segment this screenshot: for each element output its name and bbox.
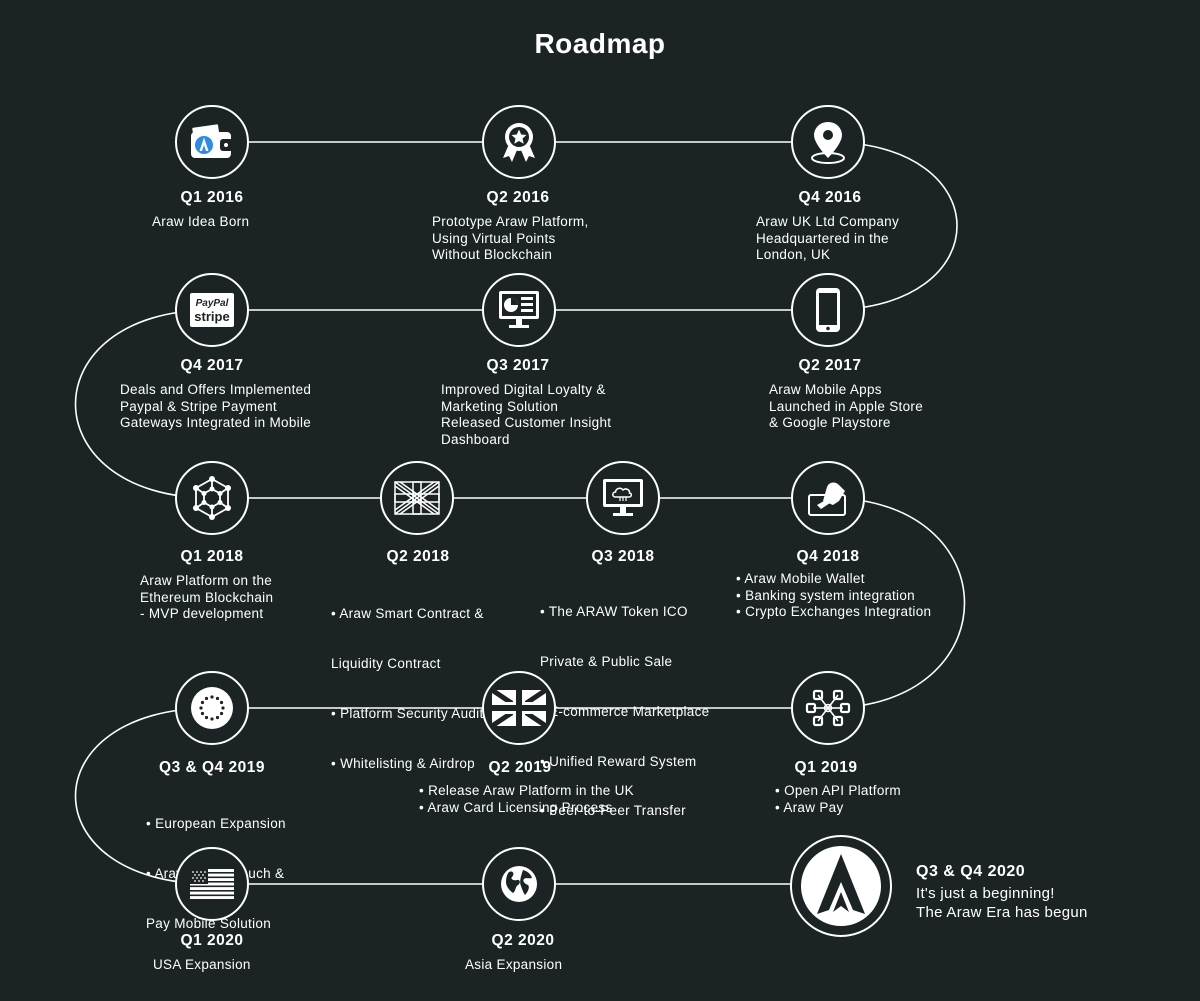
milestone-description: • Open API Platform • Araw Pay: [775, 783, 901, 815]
blockchain-network-icon: [175, 461, 249, 535]
eu-star: [204, 696, 209, 701]
dashboard-monitor-icon: [482, 273, 556, 347]
eu-star: [200, 700, 205, 705]
milestone-quarter: Q1 2020: [180, 932, 244, 949]
milestone-quarter: Q4 2017: [180, 357, 244, 374]
milestone-description: Araw Idea Born: [152, 214, 250, 229]
milestone-quarter: Q1 2019: [794, 759, 858, 776]
eu-star: [219, 711, 224, 716]
milestone-quarter: Q3 & Q4 2019: [159, 759, 265, 776]
connector-curve-left-1: [74, 309, 213, 499]
milestone-description: Asia Expansion: [465, 957, 563, 972]
usa-flag-icon: [175, 847, 249, 921]
milestone-quarter: Q4 2016: [798, 189, 862, 206]
milestone-description: Araw Platform on the Ethereum Blockchain…: [140, 573, 274, 622]
smartphone-icon: [791, 273, 865, 347]
milestone-description: • Release Araw Platform in the UK • Araw…: [419, 783, 634, 815]
milestone-quarter: Q2 2017: [798, 357, 862, 374]
milestone-quarter: Q2 2018: [386, 548, 450, 565]
card-payment-icon: [791, 461, 865, 535]
milestone-quarter: Q1 2018: [180, 548, 244, 565]
api-network-icon: [791, 671, 865, 745]
milestone-description: Improved Digital Loyalty & Marketing Sol…: [441, 382, 612, 447]
page-title: Roadmap: [534, 28, 666, 59]
eu-star: [219, 700, 224, 705]
final-milestone-quarter: Q3 & Q4 2020: [916, 863, 1026, 880]
connector-curve-left-2: [74, 707, 213, 885]
final-milestone-description: It's just a beginning! The Araw Era has …: [916, 885, 1088, 921]
wallet-icon: [175, 105, 249, 179]
award-badge-icon: [482, 105, 556, 179]
paypal-stripe-icon: PayPal stripe: [175, 273, 249, 347]
milestone-description: USA Expansion: [153, 957, 251, 972]
globe-icon: [482, 847, 556, 921]
milestone-description: • The ARAW Token ICO Private & Public Sa…: [540, 604, 710, 819]
milestone-quarter: Q2 2020: [491, 932, 555, 949]
eu-star: [215, 696, 220, 701]
eu-flag-icon: [175, 671, 249, 745]
eu-star: [204, 715, 209, 720]
connector-curve-right-1: [827, 141, 958, 311]
milestone-quarter: Q3 2017: [486, 357, 550, 374]
milestone-description: Prototype Araw Platform, Using Virtual P…: [432, 214, 589, 263]
milestone-quarter: Q2 2016: [486, 189, 550, 206]
uk-flag-icon: [482, 671, 556, 745]
araw-logo-icon: [790, 835, 892, 937]
milestone-description: Araw Mobile Apps Launched in Apple Store…: [769, 382, 924, 431]
milestone-quarter: Q3 2018: [591, 548, 655, 565]
eu-star: [210, 695, 214, 699]
eu-star: [221, 706, 225, 710]
cloud-monitor-icon: [586, 461, 660, 535]
milestone-quarter: Q2 2019: [488, 759, 552, 776]
milestone-quarter: Q4 2018: [796, 548, 860, 565]
map-pin-icon: [791, 105, 865, 179]
uk-flag-outline-icon: [380, 461, 454, 535]
milestone-description: Deals and Offers Implemented Paypal & St…: [120, 382, 312, 431]
connector-curve-right-2: [827, 497, 966, 709]
milestone-description: Araw UK Ltd Company Headquartered in the…: [756, 214, 900, 263]
eu-star: [210, 717, 214, 721]
eu-star: [200, 711, 205, 716]
svg-text:stripe: stripe: [194, 309, 229, 324]
milestone-description: • Araw Smart Contract & Liquidity Contra…: [331, 606, 484, 771]
eu-star: [215, 715, 220, 720]
svg-text:PayPal: PayPal: [196, 298, 229, 309]
eu-star: [199, 706, 203, 710]
milestone-quarter: Q1 2016: [180, 189, 244, 206]
milestone-description: • Araw Mobile Wallet • Banking system in…: [736, 571, 932, 620]
